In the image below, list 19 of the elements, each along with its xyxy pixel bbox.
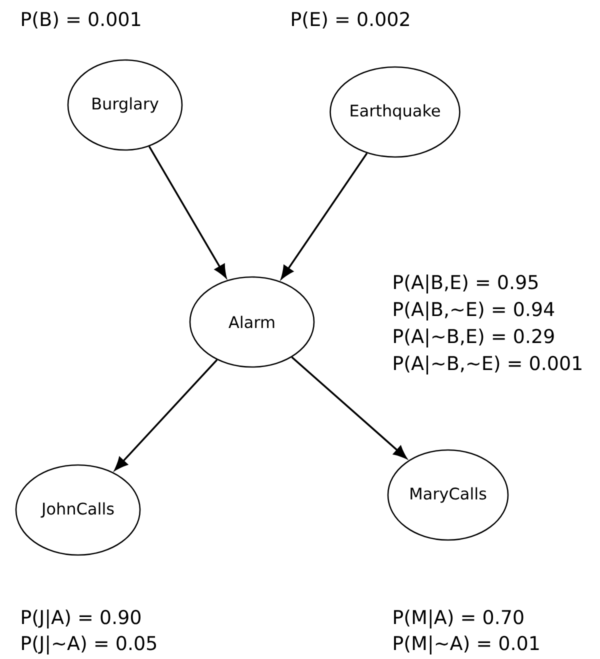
probability-text: P(B) = 0.001 [22,12,140,28]
ellipse-node: Alarm [189,276,315,368]
probability-text: P(M|A) = 0.70 [394,610,524,628]
probability-text: P(E) = 0.002 [292,12,409,28]
ellipse-node: MaryCalls [387,449,509,541]
probability-text: P(A|~B,E) = 0.29 [394,328,554,348]
probability-text: P(A|~B,~E) = 0.001 [394,356,582,374]
probability-text: P(A|B,E) = 0.95 [394,274,538,294]
probability-text: P(J|~A) = 0.05 [22,636,156,654]
arrow [148,146,227,278]
arrow [280,152,368,280]
probability-text: P(A|B,~E) = 0.94 [394,302,554,320]
ellipse-node: Earthquake [330,66,460,158]
probability-text: P(J|A) = 0.90 [22,610,140,628]
probability-text: P(M|~A) = 0.01 [394,636,539,654]
ellipse-node: Burglary [67,59,183,151]
arrow [291,356,407,459]
ellipse-node: JohnCalls [15,464,141,556]
arrow [114,359,218,471]
